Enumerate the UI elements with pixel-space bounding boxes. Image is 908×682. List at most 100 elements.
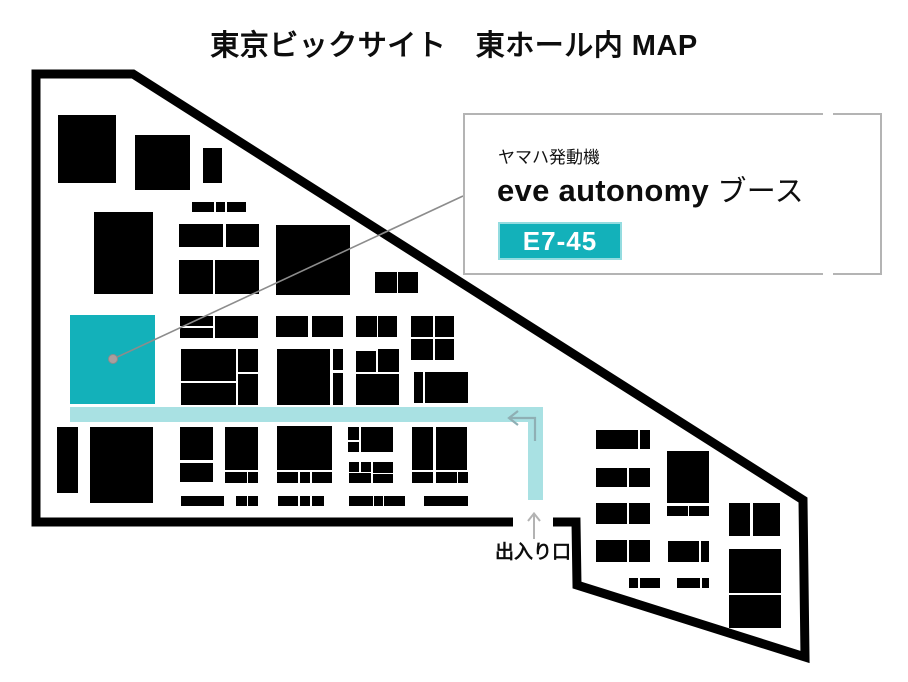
booth-block: [629, 468, 650, 487]
booth-block: [689, 506, 709, 516]
booth-block: [436, 472, 457, 483]
booth-block: [356, 351, 376, 372]
callout-border-gap-top: [823, 112, 833, 116]
booth-block: [312, 496, 324, 506]
booth-block: [596, 468, 627, 487]
booth-block: [300, 472, 310, 483]
booth-block: [640, 430, 650, 449]
booth-block: [458, 472, 468, 483]
booth-block: [348, 442, 359, 452]
booth-block: [225, 472, 247, 483]
booth-block: [412, 427, 433, 470]
booth-block: [384, 496, 405, 506]
booth-block: [677, 578, 700, 588]
booth-block: [248, 472, 258, 483]
booth-block: [348, 427, 359, 440]
booth-block: [300, 496, 310, 506]
page-title: 東京ビックサイト 東ホール内 MAP: [210, 30, 698, 62]
booth-block: [596, 430, 638, 449]
booth-block: [180, 328, 213, 338]
booth-block: [411, 316, 433, 337]
booth-block: [312, 472, 332, 483]
booth-block: [216, 202, 225, 212]
booth-block: [349, 496, 373, 506]
route-path-horizontal: [70, 407, 543, 422]
booth-block: [277, 349, 330, 405]
booth-block: [238, 374, 258, 405]
booth-block: [312, 316, 343, 337]
booth-block: [277, 472, 298, 483]
booth-block: [361, 427, 393, 452]
booth-block: [435, 316, 454, 337]
booth-block: [435, 339, 454, 360]
booth-block: [135, 135, 190, 190]
booth-block: [356, 374, 399, 405]
exit-label: 出入り口: [494, 542, 571, 563]
booth-block: [356, 316, 377, 337]
route-direction-arrow: [507, 410, 537, 441]
booth-block: [596, 503, 627, 524]
booth-block: [225, 427, 258, 470]
booth-block: [668, 541, 699, 562]
company-name: ヤマハ発動機: [498, 148, 600, 167]
booth-name-suffix: ブース: [709, 176, 804, 208]
booth-block: [361, 462, 371, 472]
booth-block: [203, 148, 222, 183]
booth-block: [702, 578, 709, 588]
booth-block: [238, 349, 258, 372]
booth-name: eve autonomy ブース: [497, 168, 804, 210]
booth-block: [729, 595, 781, 628]
booth-block: [57, 427, 78, 493]
booth-block: [374, 496, 383, 506]
booth-block: [181, 349, 236, 381]
booth-block: [596, 540, 627, 562]
booth-block: [276, 225, 350, 295]
booth-number-badge: E7-45: [498, 222, 622, 260]
booth-block: [277, 426, 332, 470]
booth-block: [226, 224, 259, 247]
hall-outline: [31, 69, 810, 664]
booth-block: [701, 541, 709, 562]
booth-block: [753, 503, 780, 536]
booth-block: [192, 202, 214, 212]
booth-block: [227, 202, 246, 212]
booth-block: [180, 463, 213, 482]
booth-block: [424, 496, 468, 506]
booth-block: [414, 372, 423, 403]
booth-block: [640, 578, 660, 588]
booth-block: [333, 349, 343, 370]
booth-block: [90, 427, 153, 503]
booth-block: [629, 578, 638, 588]
booth-block: [398, 272, 418, 293]
booth-block: [629, 540, 650, 562]
booth-block: [94, 212, 153, 294]
booth-block: [248, 496, 258, 506]
booth-block: [180, 427, 213, 460]
booth-block: [349, 473, 371, 483]
route-path-vertical: [528, 407, 543, 500]
booth-name-en: eve autonomy: [497, 173, 710, 208]
booth-block: [181, 383, 236, 405]
booth-block: [378, 349, 399, 372]
booth-block: [58, 115, 116, 183]
booth-block: [276, 316, 308, 337]
booth-block: [180, 316, 213, 326]
booth-block: [349, 462, 359, 472]
callout-leader-line: [112, 195, 464, 360]
exit-arrow: [527, 511, 541, 539]
booth-block: [278, 496, 298, 506]
booth-block: [375, 272, 397, 293]
booth-block: [667, 506, 688, 516]
booth-block: [373, 474, 393, 483]
booth-block: [373, 462, 393, 473]
callout-border-gap-bottom: [823, 272, 833, 276]
booth-block: [215, 260, 259, 294]
booth-block: [436, 427, 467, 470]
booth-block: [179, 260, 213, 294]
booth-block: [667, 451, 709, 503]
booth-block: [729, 549, 781, 593]
booth-block: [179, 224, 223, 247]
booth-block: [411, 339, 433, 360]
